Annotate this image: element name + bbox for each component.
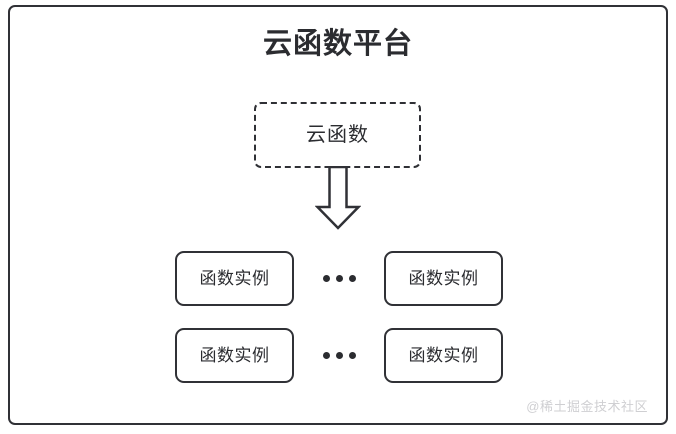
down-block-arrow-icon [315, 166, 361, 230]
ellipsis-dot [322, 275, 330, 282]
function-instance-label: 函数实例 [199, 269, 270, 288]
function-instance-row: 函数实例 函数实例 [175, 251, 503, 306]
function-instance-label: 函数实例 [199, 346, 270, 365]
function-instance-box[interactable]: 函数实例 [175, 251, 294, 306]
function-instance-label: 函数实例 [408, 269, 479, 288]
cloud-function-node: 云函数 [254, 102, 421, 168]
ellipsis-dot [348, 275, 356, 282]
function-instance-box[interactable]: 函数实例 [384, 328, 503, 383]
cloud-function-label: 云函数 [306, 124, 369, 146]
function-instance-label: 函数实例 [408, 346, 479, 365]
ellipsis-separator [304, 251, 374, 306]
ellipsis-dot [335, 352, 343, 359]
ellipsis-dot [335, 275, 343, 282]
ellipsis-separator [304, 328, 374, 383]
page-title: 云函数平台 [262, 28, 413, 60]
ellipsis-dot [322, 352, 330, 359]
function-instance-row: 函数实例 函数实例 [175, 328, 503, 383]
function-instance-box[interactable]: 函数实例 [175, 328, 294, 383]
watermark: @稀土掘金技术社区 [526, 399, 648, 414]
ellipsis-dot [348, 352, 356, 359]
function-instance-box[interactable]: 函数实例 [384, 251, 503, 306]
